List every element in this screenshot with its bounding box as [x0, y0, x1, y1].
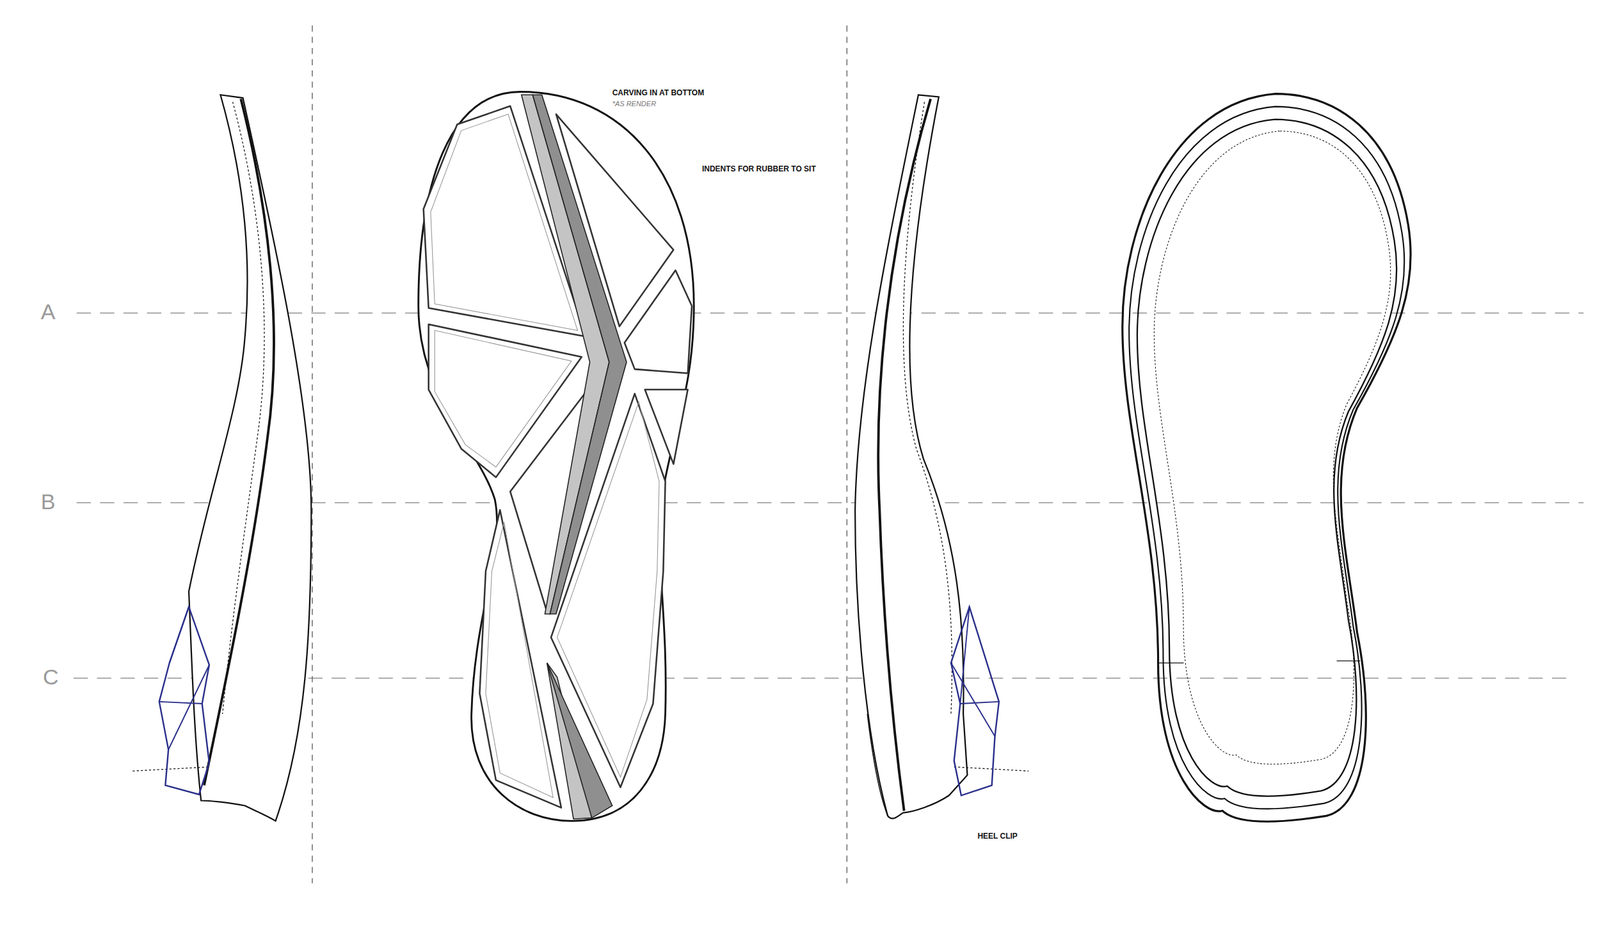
note-text: *AS RENDER [612, 99, 656, 108]
carving-channel-dark [547, 663, 613, 818]
section-label: A [40, 300, 56, 324]
heel-clip-facets [159, 607, 210, 751]
part-label: HEEL CLIP [977, 832, 1017, 841]
footbed-edge [1137, 119, 1397, 797]
view-dividers [312, 25, 847, 884]
midsole-outline [855, 94, 968, 819]
side-view-left [132, 94, 312, 822]
heel-clip-facets [951, 607, 1000, 737]
pad-inner-lines [430, 114, 660, 799]
outsole-outline [418, 91, 694, 822]
stitch-line [903, 101, 952, 715]
sole-edge [1128, 106, 1405, 810]
sole-edge [878, 99, 931, 812]
heel-clip [159, 607, 210, 795]
pad-inner-line [485, 522, 553, 798]
top-view [1122, 94, 1411, 822]
heel-edge [867, 714, 888, 816]
rubber-pad [479, 510, 562, 809]
carving-channel-dark [532, 94, 627, 614]
midsole-outline [188, 94, 312, 822]
section-mark [1336, 660, 1361, 662]
sole-edge [204, 99, 274, 786]
section-label: C [42, 665, 59, 690]
heel-clip [951, 607, 1000, 797]
section-label: B [40, 490, 56, 514]
side-view-right [855, 94, 1029, 819]
stitch-line [1153, 131, 1391, 765]
outsole-bottom-view [418, 91, 694, 822]
view-divider [846, 25, 848, 884]
section-mark [1158, 663, 1184, 664]
pad-inner-line [434, 330, 572, 468]
stitch-line [222, 101, 265, 715]
note-text: CARVING IN AT BOTTOM [612, 88, 705, 98]
view-divider [311, 25, 313, 884]
note-text: INDENTS FOR RUBBER TO SIT [702, 165, 816, 174]
rubber-pad [624, 270, 692, 374]
sole-outline [1122, 94, 1411, 822]
heel-line [954, 767, 1029, 772]
heel-line [132, 767, 210, 772]
section-line-a [76, 312, 1584, 314]
